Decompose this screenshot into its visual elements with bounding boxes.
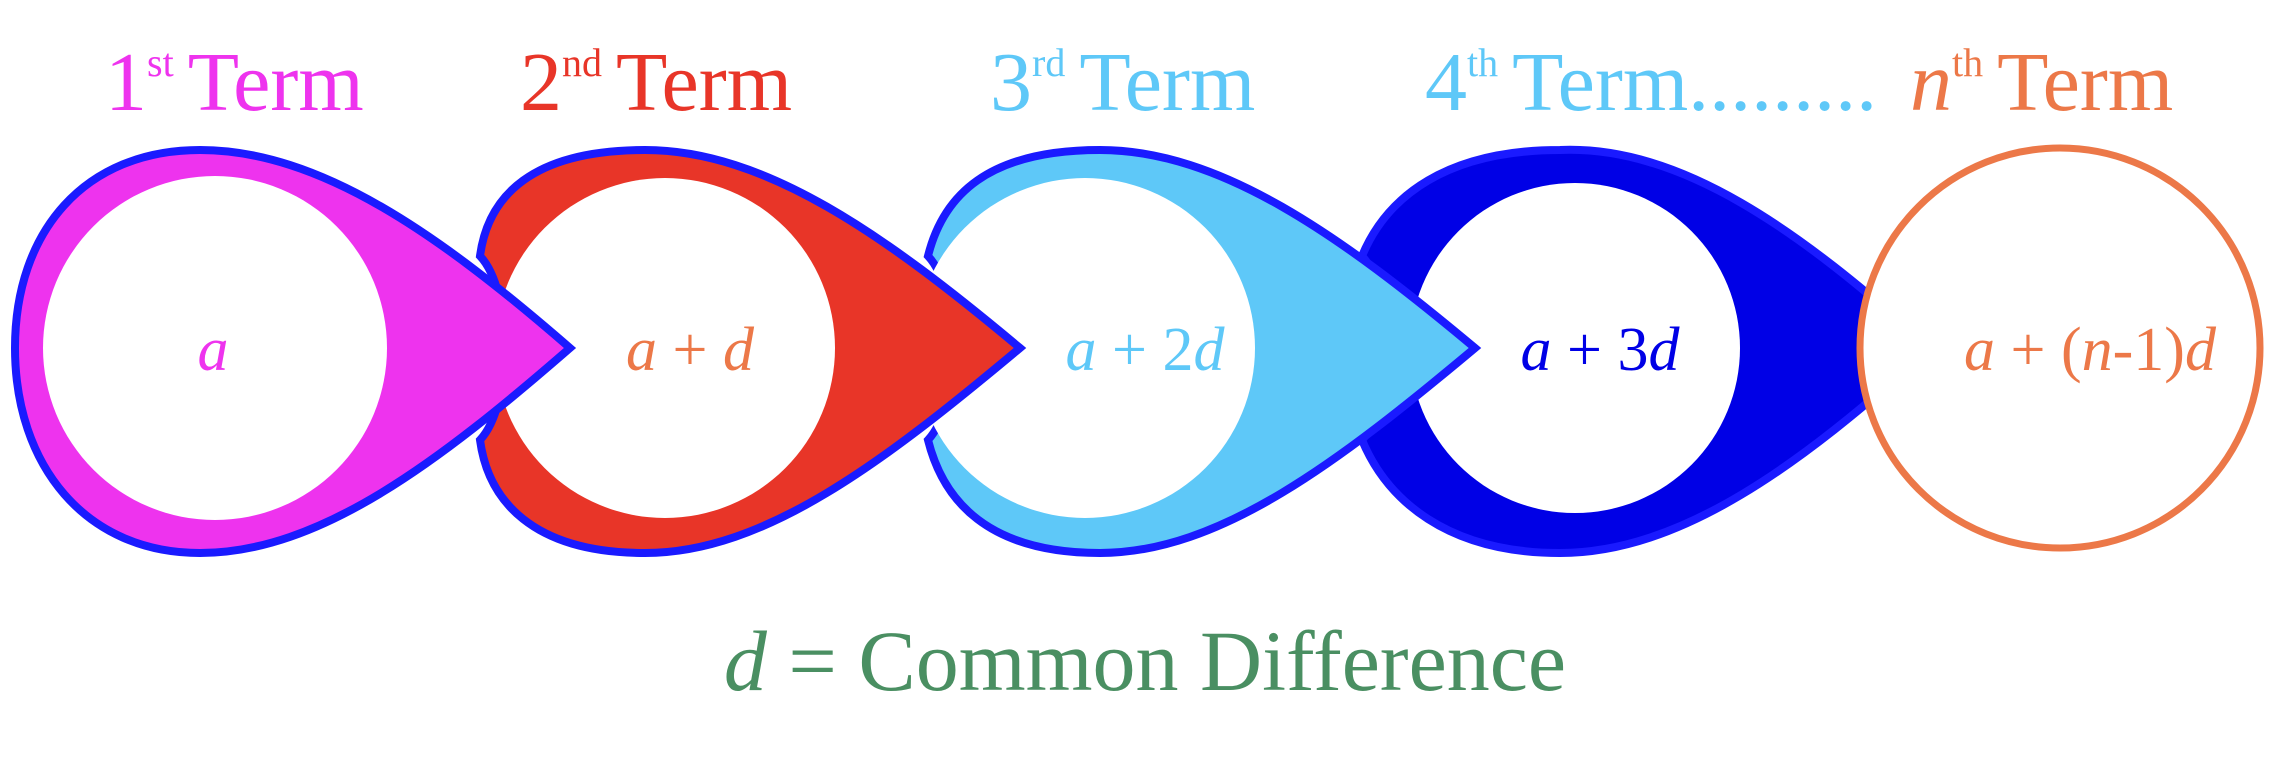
term-3-drop <box>915 145 1482 558</box>
term-n-circle <box>1856 144 2264 552</box>
term-2-expression: a + d <box>626 316 755 384</box>
term-4-expression: a + 3d <box>1521 316 1681 384</box>
term-1-drop <box>10 145 577 558</box>
term-4-drop <box>1357 145 1936 558</box>
term-n-expression: a + (n-1)d <box>1964 316 2217 384</box>
term-3-expression: a + 2d <box>1066 316 1226 384</box>
term-1-expression: a <box>198 316 229 384</box>
common-difference-caption: d = Common Difference <box>724 613 1566 709</box>
term-2-drop <box>475 145 1027 558</box>
